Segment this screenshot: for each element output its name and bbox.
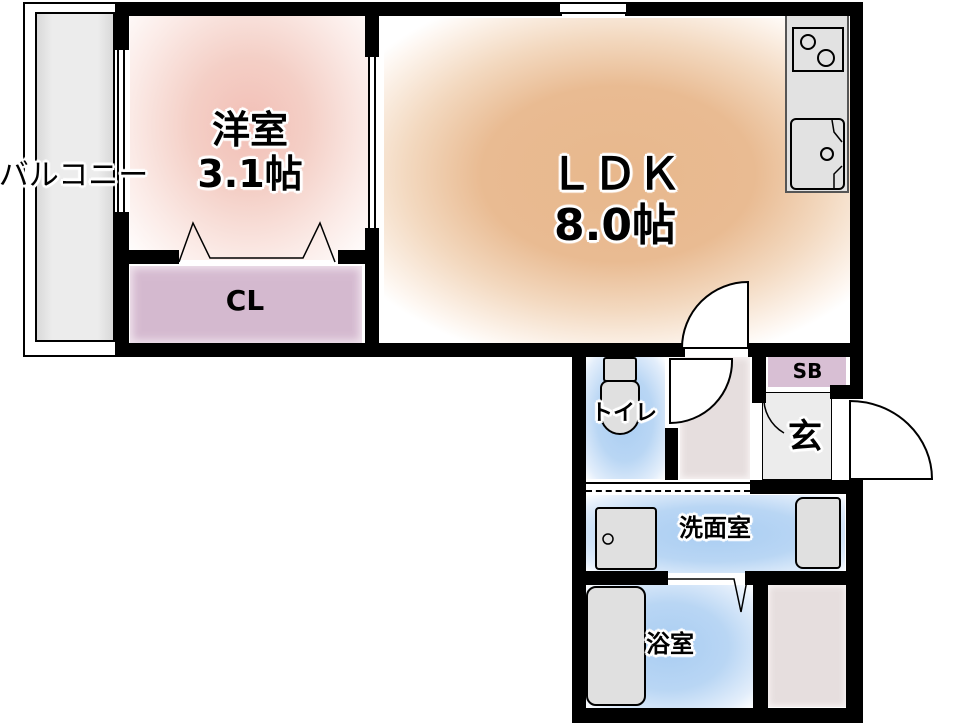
wall <box>625 2 863 16</box>
wall <box>750 480 850 494</box>
bath-folding-door <box>668 574 749 613</box>
entrance <box>762 392 832 480</box>
shoe-box-label: SB <box>792 359 823 383</box>
bathroom-label: 浴室 <box>646 630 694 658</box>
shoe-box <box>768 357 846 387</box>
entrance-door-swing <box>849 399 934 480</box>
wash-basin <box>795 497 841 569</box>
wall <box>115 2 562 16</box>
window <box>560 2 626 14</box>
wall <box>129 250 179 264</box>
toilet-bowl <box>600 380 640 435</box>
wall <box>115 212 129 357</box>
wall <box>338 250 366 264</box>
drain-icon <box>602 533 614 545</box>
closet-folding-door <box>178 221 336 263</box>
wall <box>748 343 863 357</box>
sliding-door <box>368 57 376 228</box>
wall <box>752 343 766 403</box>
storage <box>768 585 846 707</box>
wall <box>830 385 850 399</box>
wall <box>115 2 129 50</box>
wall <box>365 2 379 57</box>
ldk-room <box>384 18 852 343</box>
wall <box>115 343 685 357</box>
closet-label: CL <box>225 284 265 317</box>
washroom-label: 洗面室 <box>679 514 751 542</box>
sink <box>790 118 845 190</box>
stove <box>792 27 844 72</box>
balcony <box>35 12 115 342</box>
toilet-label: トイレ <box>590 401 657 426</box>
wall <box>665 428 678 480</box>
wall <box>850 2 863 399</box>
ldk-door-swing <box>680 280 749 349</box>
wall <box>745 571 850 585</box>
stove-burners-icon <box>800 34 835 67</box>
western-room <box>130 15 368 260</box>
toilet-door-swing <box>669 358 734 425</box>
wall <box>586 571 668 585</box>
bathtub <box>586 586 646 706</box>
closet-inner <box>142 281 352 331</box>
wall <box>572 708 863 723</box>
sink-drain-icon <box>820 119 843 188</box>
ldk-name: ＬＤＫ <box>549 149 681 200</box>
wall <box>572 343 586 723</box>
western-room-name: 洋室 <box>211 108 288 152</box>
sliding-window <box>117 50 125 212</box>
balcony-label: バルコニー <box>0 158 149 193</box>
washing-machine-pan <box>595 507 657 570</box>
western-room-size: 3.1帖 <box>197 152 303 196</box>
entrance-label: 玄 <box>788 417 822 457</box>
sliding-door <box>586 482 750 492</box>
wall <box>365 228 379 357</box>
wall <box>753 585 768 710</box>
wall <box>846 480 863 722</box>
entrance-inner-door-swing <box>763 394 785 434</box>
toilet-tank <box>603 357 637 382</box>
ldk-size: 8.0帖 <box>554 200 676 251</box>
